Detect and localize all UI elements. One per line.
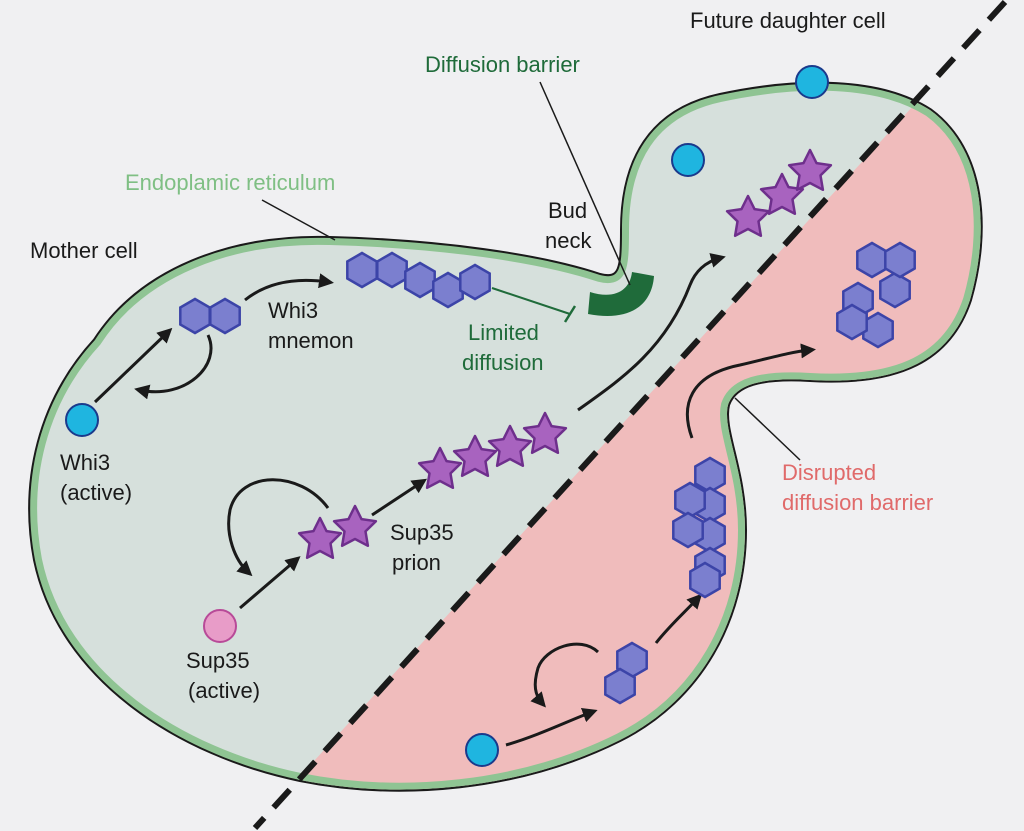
sup35-star-icon <box>725 194 771 238</box>
whi3-hexagon-icon <box>179 297 211 335</box>
arrow-icon <box>685 343 816 439</box>
er-label: Endoplamic reticulum <box>125 170 335 195</box>
sup35-star-icon <box>522 411 568 455</box>
arrow-icon <box>239 556 301 610</box>
whi3-hexagon-icon <box>856 241 888 279</box>
whi3-monomer-icon <box>671 143 705 177</box>
sup35-star-icon <box>417 446 463 490</box>
sup35-prion-label-2: prion <box>392 550 441 575</box>
whi3-active-label-2: (active) <box>60 480 132 505</box>
barrier-pointer-line <box>539 81 631 286</box>
whi3-hexagon-icon <box>836 303 868 341</box>
whi3-hexagon-icon <box>346 251 378 289</box>
disrupted-label-2: diffusion barrier <box>782 490 933 515</box>
neck-label: neck <box>545 228 592 253</box>
sup35-active-label-1: Sup35 <box>186 648 250 673</box>
arrow-icon <box>530 642 600 708</box>
arrow-icon <box>244 273 334 302</box>
sup35-star-icon <box>332 504 378 548</box>
whi3-hexagon-icon <box>604 667 636 705</box>
bud-label: Bud <box>548 198 587 223</box>
disrupted-pointer-line <box>734 397 801 461</box>
whi3-mnemon-label-1: Whi3 <box>268 298 318 323</box>
arrow-icon <box>227 478 330 577</box>
future-daughter-label: Future daughter cell <box>690 8 886 33</box>
sup35-active-label-2: (active) <box>188 678 260 703</box>
sup35-prion-label-1: Sup35 <box>390 520 454 545</box>
whi3-hexagon-icon <box>674 481 706 519</box>
whi3-hexagon-icon <box>404 261 436 299</box>
arrow-icon <box>134 334 213 400</box>
limited-label-2: diffusion <box>462 350 544 375</box>
diagonal-dashed-line <box>252 0 1008 831</box>
sup35-star-icon <box>297 516 343 560</box>
arrow-icon <box>505 708 598 747</box>
whi3-monomer-icon <box>65 403 99 437</box>
whi3-hexagon-icon <box>689 561 721 599</box>
whi3-monomer-icon <box>795 65 829 99</box>
sup35-star-icon <box>487 424 533 468</box>
mother-cell-label: Mother cell <box>30 238 138 263</box>
inhibition-arrow-icon <box>491 287 571 315</box>
arrow-icon <box>371 478 428 517</box>
inhibition-bar <box>563 305 577 323</box>
whi3-active-label-1: Whi3 <box>60 450 110 475</box>
sup35-aggregates <box>297 148 833 560</box>
whi3-aggregates <box>179 241 916 705</box>
whi3-hexagon-icon <box>459 263 491 301</box>
er-pointer-line <box>261 199 336 241</box>
diffusion-barrier-label: Diffusion barrier <box>425 52 580 77</box>
whi3-hexagon-icon <box>879 271 911 309</box>
sup35-star-icon <box>787 148 833 192</box>
diffusion-barrier-shape <box>588 272 654 316</box>
whi3-hexagon-icon <box>376 251 408 289</box>
arrow-icon <box>93 327 173 404</box>
limited-label-1: Limited <box>468 320 539 345</box>
arrow-icon <box>654 593 703 644</box>
whi3-hexagon-icon <box>209 297 241 335</box>
sup35-star-icon <box>452 434 498 478</box>
er-membrane <box>30 83 981 790</box>
whi3-hexagon-icon <box>432 271 464 309</box>
whi3-hexagon-icon <box>884 241 916 279</box>
sup35-monomer-icon <box>203 609 237 643</box>
whi3-monomer-icon <box>465 733 499 767</box>
whi3-mnemon-label-2: mnemon <box>268 328 354 353</box>
arrow-icon <box>577 253 726 412</box>
arrows <box>93 253 816 747</box>
whi3-hexagon-icon <box>672 511 704 549</box>
disrupted-label-1: Disrupted <box>782 460 876 485</box>
